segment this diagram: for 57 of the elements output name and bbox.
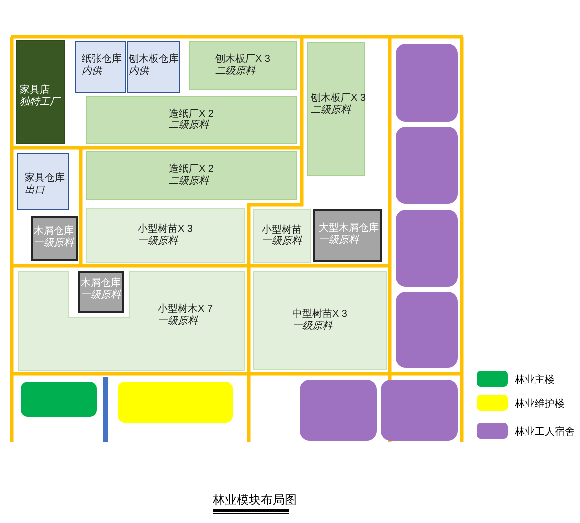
zone-note: 内供 bbox=[129, 66, 151, 77]
zone-note: 一级原料 bbox=[138, 236, 180, 247]
zone-label: 纸张仓库 bbox=[82, 54, 122, 66]
legend-label: 林业主楼 bbox=[515, 374, 555, 387]
warehouse-block bbox=[78, 271, 124, 313]
diagram-title: 林业模块布局图 bbox=[213, 492, 297, 509]
warehouse-block bbox=[313, 209, 382, 262]
building-block bbox=[300, 380, 377, 441]
building-block bbox=[396, 44, 458, 122]
zone-label: 小型树苗 bbox=[262, 224, 302, 236]
legend-label: 林业维护楼 bbox=[515, 398, 565, 411]
zone-label: 中型树苗X 3 bbox=[292, 309, 348, 320]
factory-block bbox=[189, 41, 297, 90]
zone-label: 木屑仓库 bbox=[34, 226, 74, 238]
warehouse-block bbox=[75, 41, 126, 93]
zone-label: 小型树木X 7 bbox=[158, 304, 214, 316]
zone-note: 一级原料 bbox=[158, 316, 200, 327]
plantation-block bbox=[253, 271, 387, 370]
zone-note: 一级原料 bbox=[262, 236, 302, 248]
zone-label: 刨木板厂X 3 bbox=[215, 54, 270, 66]
building-block bbox=[21, 382, 97, 417]
factory-block bbox=[86, 96, 297, 144]
zone-label: 家具仓库 bbox=[25, 173, 65, 184]
zone-label: 造纸厂X 2 bbox=[168, 164, 214, 176]
zone-note: 一级原料 bbox=[34, 238, 74, 249]
zone-note: 内供 bbox=[82, 66, 104, 77]
zone-note: 二级原料 bbox=[168, 120, 210, 132]
building-block bbox=[381, 380, 458, 441]
plantation-block bbox=[86, 208, 245, 263]
warehouse-block bbox=[17, 153, 69, 210]
zone-label: 木屑仓库 bbox=[81, 278, 121, 290]
building-block bbox=[396, 292, 458, 368]
plantation-block bbox=[253, 209, 311, 263]
plantation-block bbox=[18, 271, 245, 371]
building-block bbox=[396, 210, 458, 287]
building-block bbox=[118, 382, 233, 423]
building-block bbox=[396, 127, 458, 204]
warehouse-block bbox=[31, 216, 78, 261]
zone-label: 家具店 bbox=[20, 85, 51, 96]
zone-label: 刨木板厂X 3 bbox=[311, 93, 366, 104]
factory-block bbox=[86, 151, 297, 200]
zone-note: 一级原料 bbox=[81, 290, 121, 301]
zone-note: 二级原料 bbox=[215, 66, 257, 77]
warehouse-block bbox=[127, 41, 180, 93]
zone-label: 刨木板仓库 bbox=[129, 54, 179, 66]
legend-label: 林业工人宿舍 bbox=[515, 426, 575, 439]
zone-note: 二级原料 bbox=[311, 104, 352, 116]
zone-label: 大型木屑仓库 bbox=[319, 223, 379, 234]
zone-label: 造纸厂X 2 bbox=[168, 108, 214, 120]
zone-note: 一级原料 bbox=[319, 234, 360, 246]
zone-label: 小型树苗X 3 bbox=[138, 224, 193, 236]
factory-block bbox=[307, 42, 365, 176]
zone-note: 一级原料 bbox=[292, 320, 334, 332]
shop-block bbox=[16, 40, 65, 144]
zone-note: 二级原料 bbox=[168, 176, 210, 187]
zone-note: 独特工厂 bbox=[20, 96, 60, 108]
zone-note: 出口 bbox=[25, 184, 46, 196]
